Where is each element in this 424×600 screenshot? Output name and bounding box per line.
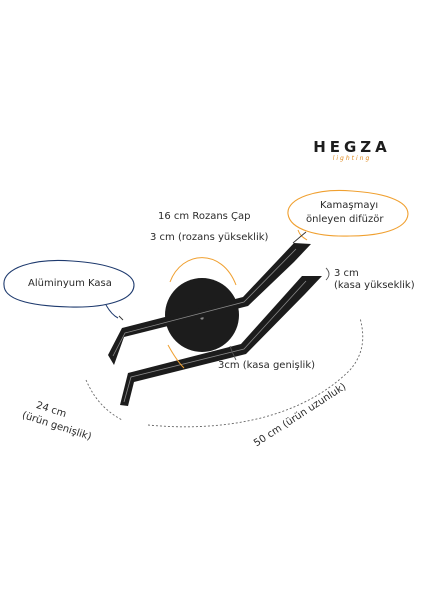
rosette-diameter-label: 16 cm Rozans Çap (158, 211, 251, 222)
case-width-bracket (229, 345, 237, 361)
case-width-label: 3cm (kasa genişlik) (218, 360, 316, 371)
brand-logo: HEGZA lighting (300, 138, 404, 163)
lower-light-bar (120, 276, 322, 406)
rosette-height-arc (167, 344, 185, 369)
product-width-arc (85, 379, 123, 421)
case-height-label-1: 3 cm (334, 268, 359, 279)
lower-bar-highlight (123, 280, 307, 403)
case-height-bracket (325, 267, 330, 281)
brand-name: HEGZA (313, 138, 391, 156)
anti-glare-bubble (287, 189, 409, 237)
case-height-label-2: (kasa yükseklik) (334, 280, 415, 291)
aluminium-case-label: Alüminyum Kasa (28, 278, 112, 289)
upper-light-bar (108, 243, 311, 365)
case-arrow (118, 315, 124, 321)
anti-glare-pointer (297, 229, 308, 241)
aluminium-case-pointer (105, 304, 119, 319)
aluminium-case-bubble (3, 259, 135, 308)
anti-glare-label-1: Kamaşmayı (320, 200, 379, 211)
product-length-arc (147, 317, 364, 428)
rosette-diameter-arc (169, 257, 237, 286)
upper-bar-highlight (112, 248, 297, 357)
rosette-height-label: 3 cm (rozans yükseklik) (150, 232, 269, 243)
diffuser-arrow (292, 231, 307, 244)
anti-glare-label-2: önleyen difüzör (306, 214, 384, 225)
brand-tagline: lighting (332, 155, 372, 162)
